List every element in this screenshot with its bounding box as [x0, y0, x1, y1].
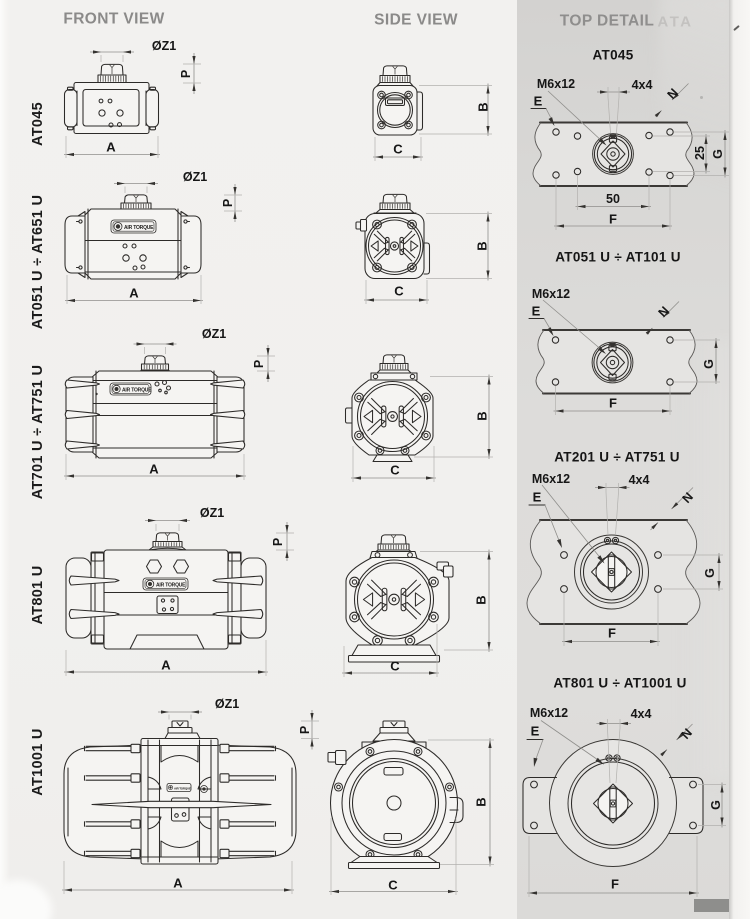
page-right-edge — [729, 0, 750, 919]
dim-label-p: P — [270, 537, 285, 547]
label-g: G — [701, 359, 716, 369]
label-e: E — [533, 93, 543, 109]
dim-label-z1: ØZ1 — [151, 38, 177, 53]
dim-label-b: B — [475, 102, 491, 112]
label-square: 4x4 — [630, 706, 652, 721]
dim-label-p: P — [178, 69, 193, 79]
logo-text: AIR TORQUE — [156, 582, 186, 588]
dim-label-c: C — [393, 141, 403, 157]
side-view-at045 — [372, 65, 492, 161]
dim-label-c: C — [390, 658, 400, 674]
label-e: E — [531, 303, 541, 319]
row-label-at701u-at751u: AT701 U ÷ AT751 U — [29, 364, 46, 500]
label-f: F — [611, 876, 619, 892]
label-50: 50 — [606, 191, 620, 206]
side-view-at701u-at751u — [344, 354, 493, 482]
label-e: E — [532, 489, 542, 505]
top-detail-at801u-at1001u — [522, 719, 726, 897]
label-square: 4x4 — [631, 77, 653, 92]
row-label-at801u: AT801 U — [29, 565, 46, 625]
label-g: G — [708, 800, 723, 810]
dim-label-a: A — [106, 139, 116, 155]
dim-label-p: P — [251, 359, 266, 369]
top-detail-at045 — [530, 83, 729, 230]
label-square: 4x4 — [628, 472, 650, 487]
side-view-header: SIDE VIEW — [374, 11, 458, 29]
dim-label-z1: ØZ1 — [182, 169, 208, 184]
panel-highlight-top — [659, 0, 739, 230]
front-view-at045 — [63, 50, 201, 158]
label-g: G — [702, 568, 717, 578]
label-25: 25 — [692, 146, 707, 160]
dim-label-a: A — [149, 461, 159, 477]
dim-label-c: C — [388, 877, 398, 893]
top-detail-title-at801u-at1001u: AT801 U ÷ AT1001 U — [553, 675, 687, 691]
air-torque-logo-plate: AIR TORQUE — [109, 382, 152, 396]
label-f: F — [608, 625, 616, 641]
top-detail-at201u-at751u — [526, 483, 723, 646]
dim-label-p: P — [220, 198, 235, 208]
dim-label-z1: ØZ1 — [201, 326, 227, 341]
label-thread: M6x12 — [531, 471, 571, 486]
next-page-block — [694, 899, 729, 912]
label-f: F — [609, 211, 617, 227]
front-view-at801u — [64, 518, 294, 676]
air-torque-logo-plate: AIR TORQUE — [142, 577, 189, 591]
logo-text: AIR TORQUE — [124, 225, 154, 231]
logo-text: AIR TORQUE — [174, 787, 191, 791]
front-view-at701u-at751u — [64, 342, 275, 480]
label-e: E — [530, 723, 540, 739]
dim-label-a: A — [161, 657, 171, 673]
page-left-edge — [0, 0, 10, 919]
side-view-at1001u — [327, 720, 494, 895]
side-view-at801u — [342, 534, 493, 677]
top-detail-title-at045: AT045 — [592, 47, 634, 63]
top-detail-at051u-at101u — [528, 299, 720, 415]
dim-label-b: B — [474, 411, 490, 421]
row-label-at045: AT045 — [29, 102, 46, 146]
label-thread: M6x12 — [536, 76, 576, 91]
dim-label-b: B — [474, 241, 490, 251]
label-thread: M6x12 — [531, 286, 571, 301]
logo-text: AIR TORQUE — [122, 387, 152, 393]
top-detail-title-at051u-at101u: AT051 U ÷ AT101 U — [555, 249, 681, 265]
dim-label-z1: ØZ1 — [214, 696, 240, 711]
front-view-at1001u — [62, 710, 319, 894]
side-view-at051u-at651u — [355, 193, 492, 304]
dim-label-c: C — [394, 283, 404, 299]
air-torque-logo-plate: AIR TORQUE — [110, 219, 157, 234]
label-thread: M6x12 — [529, 705, 569, 720]
air-torque-logo-plate: AIR TORQUE — [166, 783, 208, 793]
air-torque-logos: AIR TORQUE AIR TORQUE AIR TORQUE AI — [109, 219, 208, 793]
row-label-at051u-at651u: AT051 U ÷ AT651 U — [29, 194, 46, 330]
top-detail-header: TOP DETAIL — [559, 12, 655, 30]
dim-label-b: B — [473, 595, 489, 605]
label-f: F — [609, 395, 617, 411]
top-detail-title-at201u-at751u: AT201 U ÷ AT751 U — [554, 449, 680, 465]
dim-label-z1: ØZ1 — [199, 505, 225, 520]
front-view-header: FRONT VIEW — [63, 10, 165, 28]
dim-label-a: A — [129, 285, 139, 301]
label-g: G — [710, 149, 725, 159]
dim-label-b: B — [473, 797, 489, 807]
scan-speck — [700, 96, 703, 99]
dim-label-c: C — [390, 462, 400, 478]
dim-label-p: P — [297, 725, 312, 735]
front-view-at051u-at651u — [64, 181, 242, 304]
dim-label-a: A — [173, 875, 183, 891]
row-label-at1001u: AT1001 U — [29, 728, 46, 796]
show-through-watermark: ATA — [654, 13, 692, 31]
